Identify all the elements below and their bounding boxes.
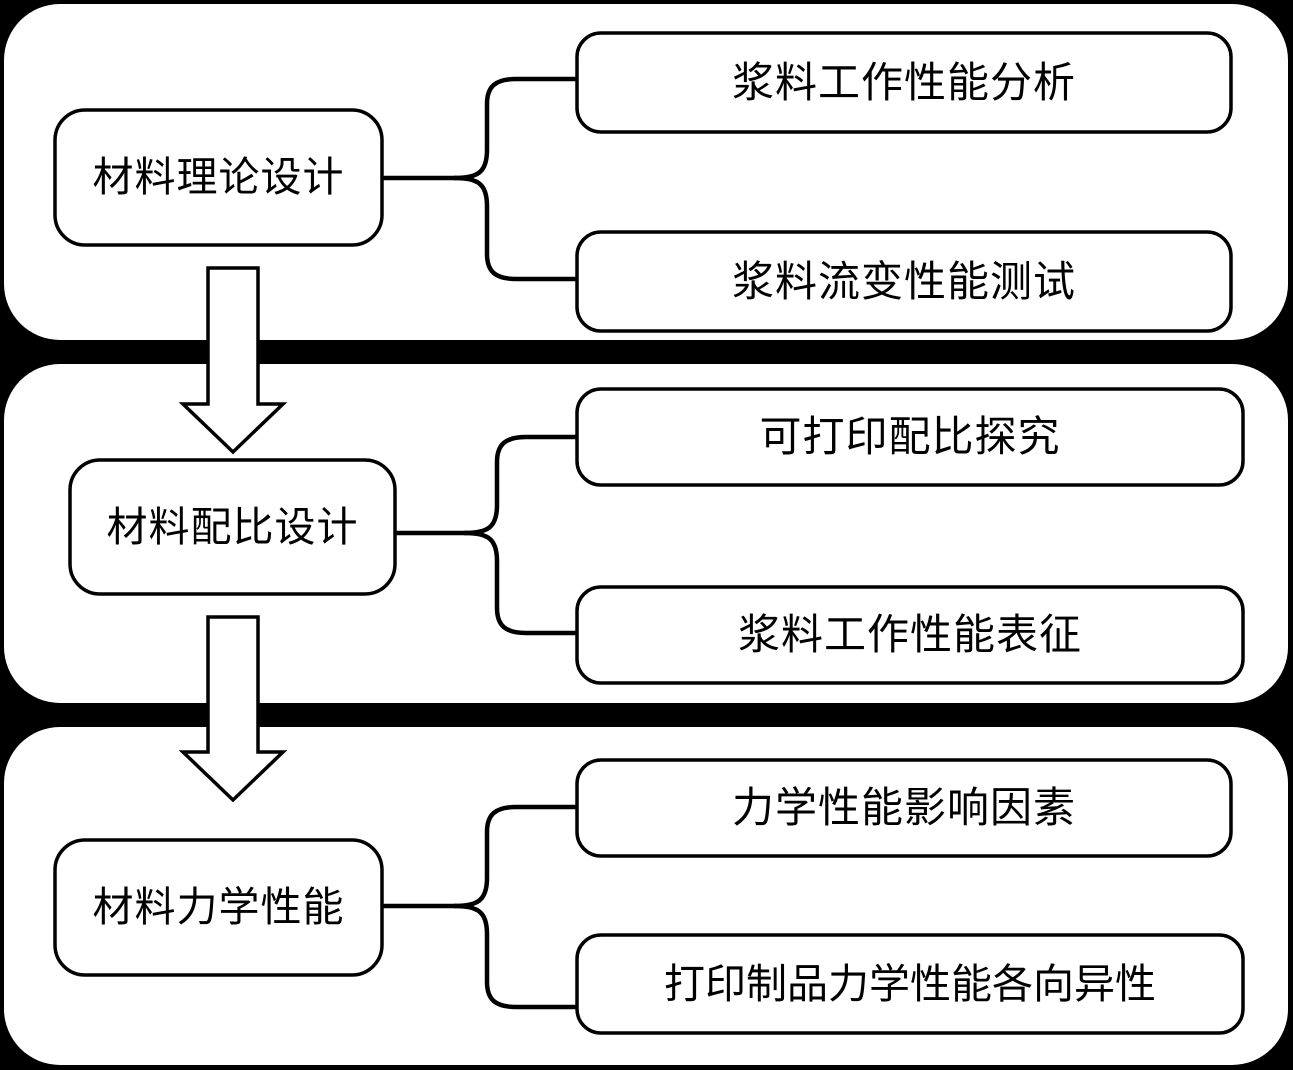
stage-2-root-box[interactable] [68,458,397,596]
stage-1-branch-box-1[interactable] [575,31,1233,134]
stage-1-branch-label-1: 浆料工作性能分析 [731,57,1076,107]
stage-1-branch-label-2: 浆料流变性能测试 [731,256,1076,306]
stage-2-branch-label-1: 可打印配比探究 [759,412,1061,461]
stage-1-root-label: 材料理论设计 [92,153,345,201]
connector-brace-stage-3 [381,804,580,1010]
stage-1-branch-box-2[interactable] [575,230,1233,333]
connector-brace-stage-1 [381,76,580,282]
stage-3-branch-box-2[interactable] [575,933,1245,1035]
stage-3-branch-box-1[interactable] [575,758,1233,858]
stage-2-branch-box-2[interactable] [575,585,1245,685]
stage-2-branch-box-1[interactable] [575,387,1245,487]
stage-3-root-label: 材料力学性能 [92,883,345,931]
stage-3-branch-label-2: 打印制品力学性能各向异性 [664,959,1156,1008]
stage-2-root-label: 材料配比设计 [106,502,359,551]
arrow-stage-1-to-2 [178,266,288,455]
stage-3-root-box[interactable] [53,838,384,977]
stage-1-root-box[interactable] [53,108,384,247]
stage-3-branch-label-1: 力学性能影响因素 [731,783,1076,832]
stage-2-branch-label-2: 浆料工作性能表征 [737,610,1082,659]
connector-brace-stage-2 [394,434,580,636]
arrow-stage-2-to-3 [178,615,288,803]
